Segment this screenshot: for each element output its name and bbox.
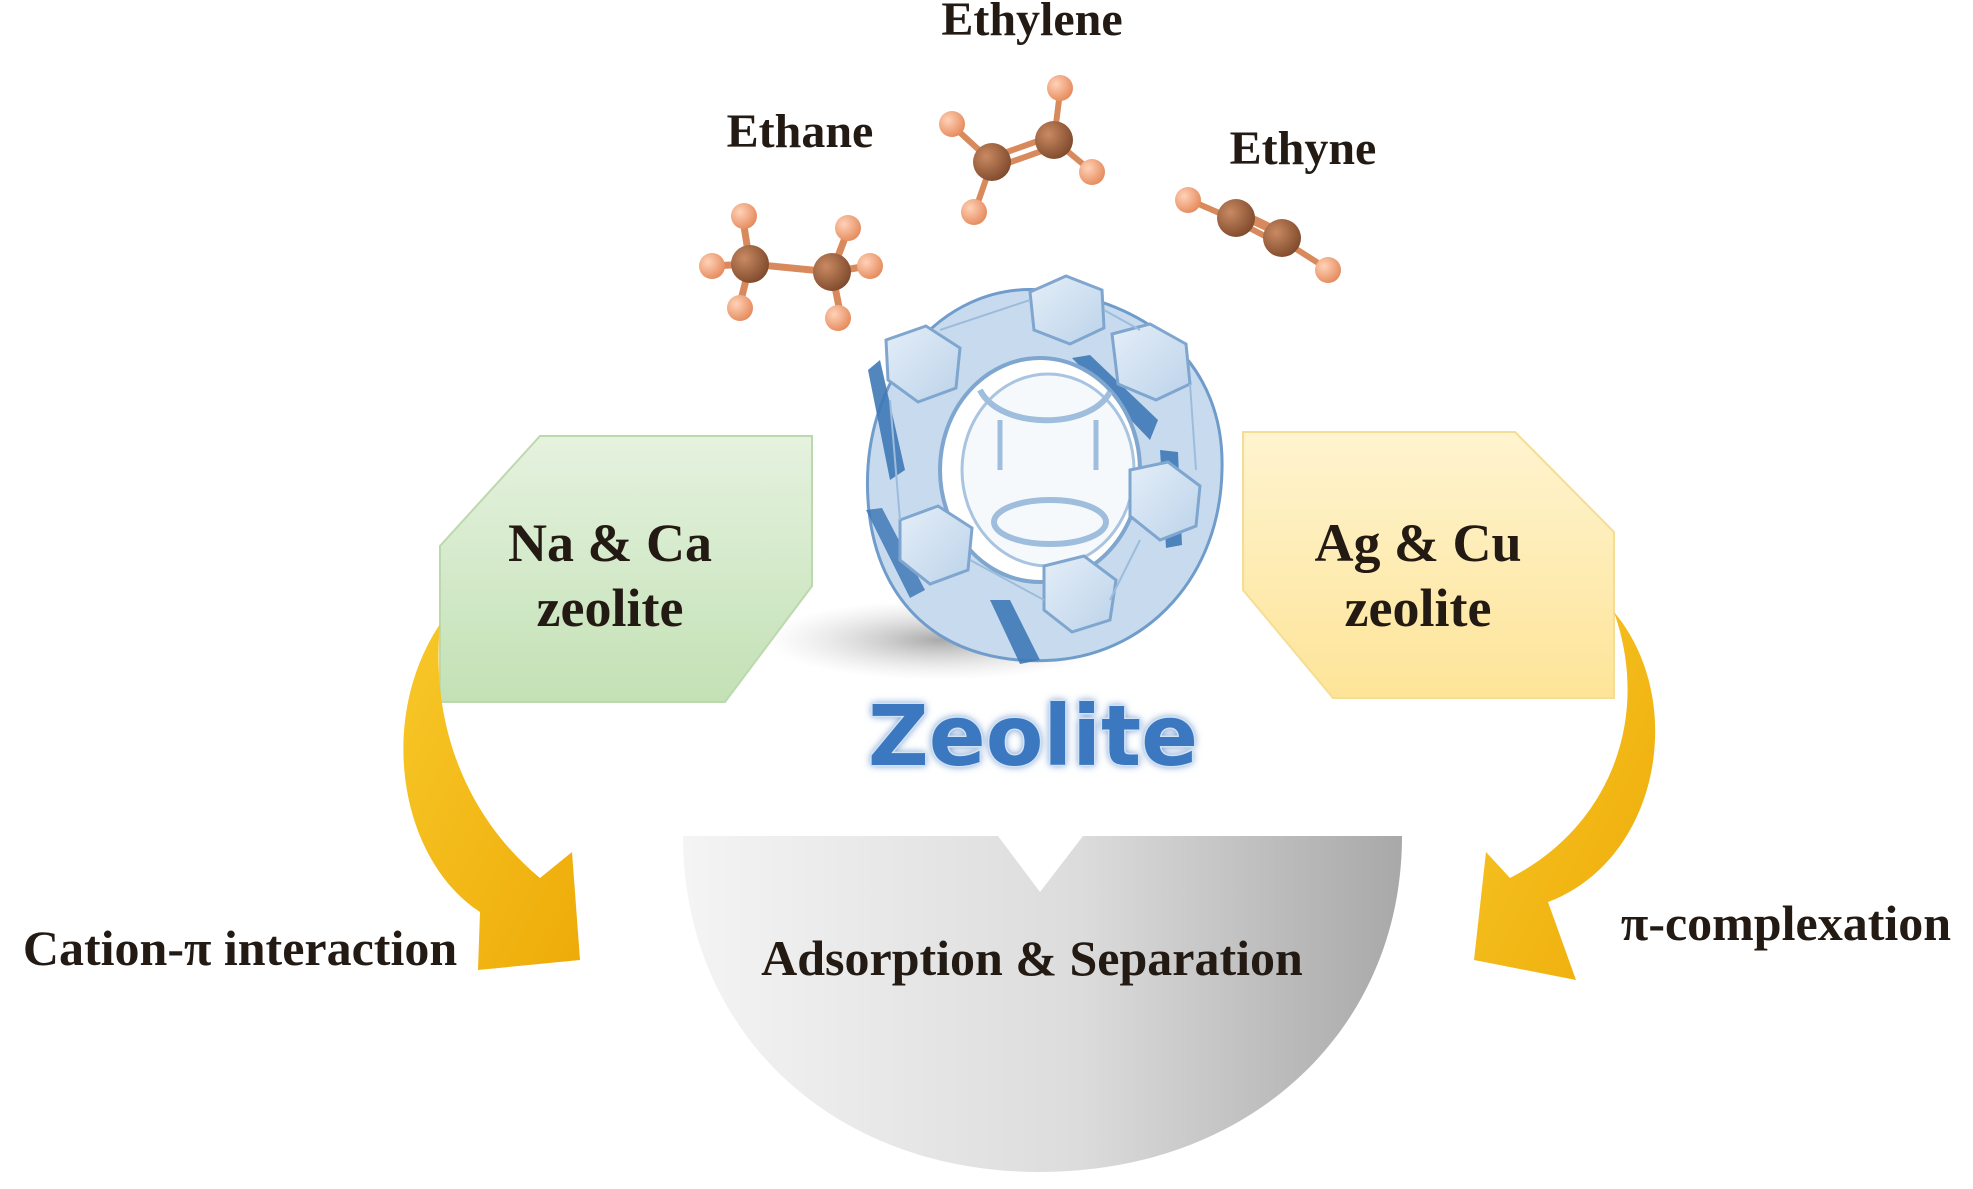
cation-pi-label: Cation-π interaction — [23, 920, 457, 976]
na-ca-label-line2: zeolite — [537, 578, 684, 638]
ag-cu-label-line1: Ag & Cu — [1314, 513, 1521, 573]
molecule-labels: Ethane Ethylene Ethyne — [727, 0, 1377, 175]
ethane-label: Ethane — [727, 105, 874, 158]
zeolite-title: Zeolite — [868, 687, 1198, 785]
ethane-molecule — [699, 203, 883, 331]
pi-complexation-label: π-complexation — [1621, 895, 1951, 951]
left-curved-arrow — [403, 624, 580, 970]
ag-cu-label-line2: zeolite — [1345, 578, 1492, 638]
na-ca-label-line1: Na & Ca — [508, 513, 712, 573]
right-curved-arrow — [1474, 612, 1656, 980]
adsorption-separation-bowl: Adsorption & Separation — [683, 836, 1402, 1172]
zeolite-framework — [765, 274, 1224, 680]
na-ca-zeolite-box: Na & Ca zeolite — [439, 435, 813, 703]
ethyne-molecule — [1175, 187, 1341, 283]
ethylene-label: Ethylene — [941, 0, 1122, 46]
ag-cu-zeolite-box: Ag & Cu zeolite — [1242, 431, 1615, 699]
ethylene-molecule — [939, 75, 1105, 225]
adsorption-separation-label: Adsorption & Separation — [761, 930, 1303, 986]
ethyne-label: Ethyne — [1230, 122, 1377, 175]
